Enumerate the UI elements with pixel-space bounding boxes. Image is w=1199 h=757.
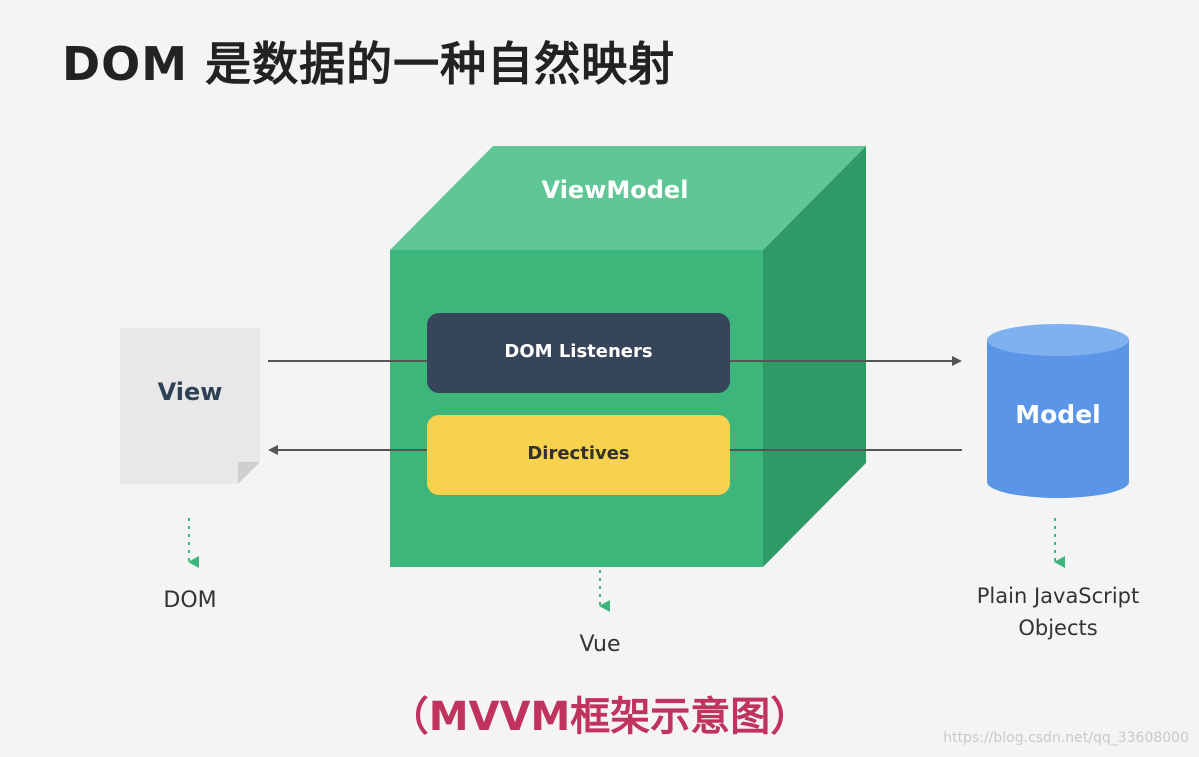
plain-js-line-1: Plain JavaScript (976, 584, 1140, 608)
model-label: Model (1015, 400, 1101, 429)
diagram-caption: （MVVM框架示意图） (388, 694, 811, 740)
model-database-icon (987, 324, 1129, 498)
dom-listeners-label: DOM Listeners (504, 341, 653, 362)
viewmodel-label: ViewModel (541, 176, 689, 204)
plain-js-objects-label: Plain JavaScript Objects (948, 580, 1168, 644)
dom-label: DOM (163, 588, 217, 613)
directives-box (427, 415, 730, 495)
view-document-icon (120, 328, 260, 484)
page-title: DOM 是数据的一种自然映射 (62, 37, 676, 91)
cube-top-face (390, 146, 866, 250)
directives-label: Directives (527, 443, 630, 464)
view-label: View (157, 378, 223, 406)
vue-label: Vue (579, 632, 621, 657)
cube-side-face (763, 146, 866, 567)
plain-js-line-2: Objects (1018, 616, 1098, 640)
watermark-url: https://blog.csdn.net/qq_33608000 (943, 730, 1189, 746)
cube-front-face (390, 250, 763, 567)
viewmodel-cube (390, 146, 866, 567)
dom-listeners-box (427, 313, 730, 393)
